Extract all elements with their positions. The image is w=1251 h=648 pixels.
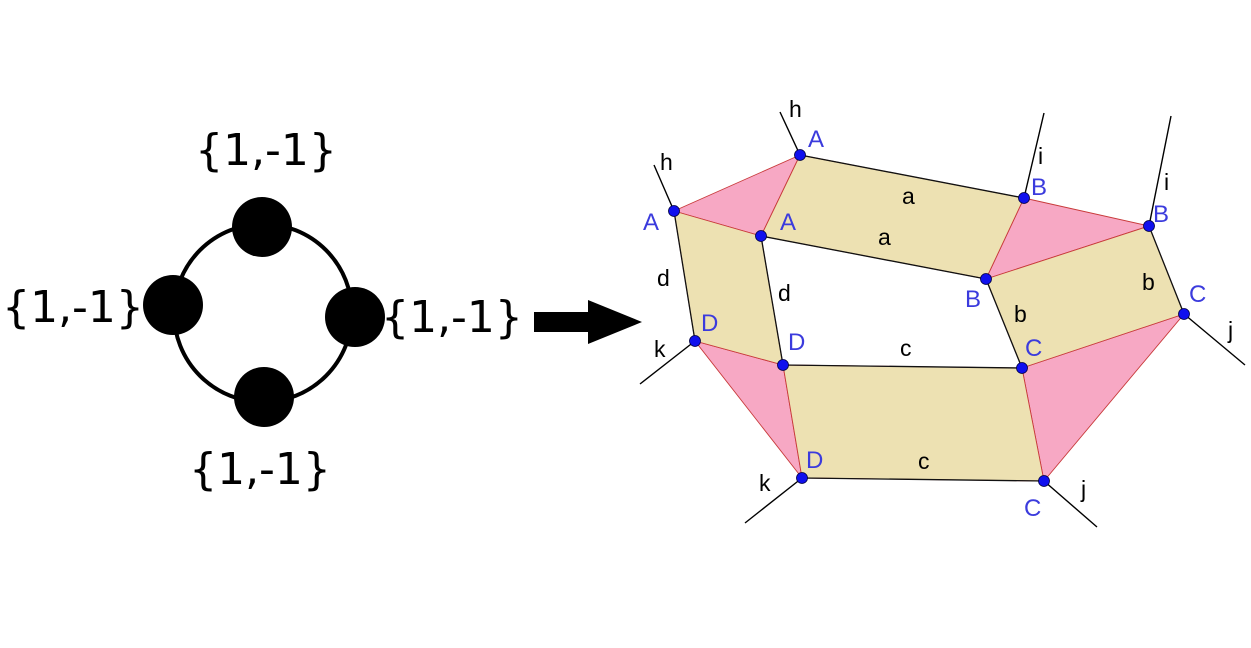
node-top-label: {1,-1}	[195, 125, 337, 176]
right-arrow-icon	[534, 300, 642, 344]
edge-h-left	[653, 164, 675, 212]
edge-label-b-inner: b	[1014, 301, 1027, 327]
edge-label-k-left: k	[654, 336, 666, 362]
edge-i-inner	[1023, 112, 1045, 199]
vertex-B-right	[1143, 220, 1155, 232]
edge-label-i-outer: i	[1164, 169, 1169, 195]
vertex-B-top	[1018, 192, 1030, 204]
edge-label-i-inner: i	[1038, 143, 1043, 169]
node-left-label: {1,-1}	[2, 282, 144, 333]
vertex-A-top	[794, 149, 806, 161]
vertex-label-B-top: B	[1031, 174, 1047, 201]
vertex-D-left	[689, 335, 701, 347]
edge-k-left	[639, 340, 696, 385]
edge-label-a-outer: a	[902, 183, 915, 209]
ring-graph: {1,-1} {1,-1} {1,-1} {1,-1}	[2, 125, 523, 495]
edge-h-top	[779, 111, 801, 156]
node-top	[232, 197, 292, 257]
vertices	[668, 149, 1190, 487]
vertex-D-bottom	[796, 472, 808, 484]
edge-labels: h h i i j j k k a a b b c c d d	[654, 96, 1233, 502]
vertex-A-inner	[755, 230, 767, 242]
polygon-diagram: h h i i j j k k a a b b c c d d A A A B …	[639, 96, 1246, 528]
vertex-label-C-right: C	[1189, 281, 1206, 308]
edge-label-d-outer: d	[657, 265, 670, 291]
vertex-D-inner	[777, 359, 789, 371]
edge-label-h-top: h	[789, 96, 802, 122]
vertex-labels: A A A B B B C C C D D D	[643, 126, 1206, 522]
vertex-label-B-inner: B	[965, 286, 981, 313]
node-bottom-label: {1,-1}	[189, 444, 331, 495]
vertex-label-B-right: B	[1153, 201, 1169, 228]
edge-label-a-inner: a	[878, 224, 891, 250]
edge-label-d-inner: d	[778, 280, 791, 306]
vertex-label-A-inner: A	[780, 209, 796, 236]
edge-i-outer	[1148, 115, 1172, 227]
boundary-edges	[673, 154, 1185, 482]
quad-a	[760, 154, 1025, 280]
node-bottom	[234, 367, 294, 427]
edge-label-c-outer: c	[918, 448, 930, 474]
edge-k-bottom	[744, 477, 803, 524]
vertex-label-D-bottom: D	[806, 447, 823, 474]
vertex-B-inner	[980, 273, 992, 285]
vertex-label-C-bottom: C	[1024, 495, 1041, 522]
vertex-C-right	[1178, 308, 1190, 320]
vertex-label-C-inner: C	[1025, 335, 1042, 362]
vertex-C-bottom	[1038, 475, 1050, 487]
vertex-label-D-left: D	[701, 310, 718, 337]
vertex-A-left	[668, 205, 680, 217]
edge-label-k-bottom: k	[759, 470, 771, 496]
edge-label-j-outer: j	[1227, 317, 1233, 343]
node-right-label: {1,-1}	[381, 292, 523, 343]
vertex-label-D-inner: D	[788, 329, 805, 356]
vertex-label-A-left: A	[643, 209, 659, 236]
edge-j-outer	[1183, 313, 1246, 366]
edge-j-bottom	[1043, 480, 1098, 528]
node-right	[325, 287, 385, 347]
edge-label-c-inner: c	[900, 335, 912, 361]
external-edges	[639, 111, 1246, 528]
edge-label-h-left: h	[660, 149, 673, 175]
vertex-C-inner	[1016, 362, 1028, 374]
edge-label-j-bottom: j	[1080, 476, 1086, 502]
edge-label-b-outer: b	[1142, 269, 1155, 295]
node-left	[143, 275, 203, 335]
vertex-label-A-top: A	[808, 126, 824, 153]
